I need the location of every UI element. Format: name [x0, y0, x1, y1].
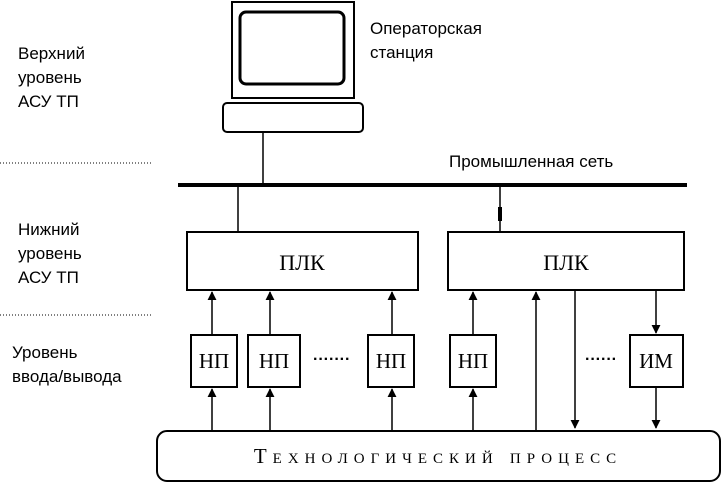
- io-module-np-4-label: НП: [458, 349, 488, 373]
- process-box: [156, 430, 721, 482]
- level-label-lower: Нижний уровень АСУ ТП: [18, 220, 82, 287]
- io-module-np-1-label: НП: [199, 349, 229, 373]
- plc-box-right: [447, 231, 685, 291]
- plc-label-right: ПЛК: [543, 250, 589, 275]
- process-label: Технологический процесс: [254, 444, 622, 468]
- plc-box-left: [186, 231, 419, 291]
- io-module-np-3: [367, 334, 415, 388]
- industrial-network-label: Промышленная сеть: [449, 152, 613, 171]
- io-module-np-2: [247, 334, 301, 388]
- level-label-upper: Верхний уровень АСУ ТП: [18, 44, 85, 111]
- monitor-screen: [238, 10, 346, 86]
- level-label-io: Уровень ввода/вывода: [12, 343, 122, 386]
- io-module-np-2-label: НП: [259, 349, 289, 373]
- io-module-np-3-label: НП: [376, 349, 406, 373]
- operator-station-label: Операторская станция: [370, 19, 482, 62]
- io-dots-right: ······: [585, 351, 617, 368]
- bus-tap-right: [498, 207, 502, 221]
- io-module-np-4: [449, 334, 497, 388]
- io-module-im-label: ИМ: [639, 349, 673, 373]
- io-dots-left: ·······: [313, 351, 350, 368]
- keyboard: [222, 102, 364, 133]
- computer-icon: [222, 1, 364, 133]
- io-module-np-1: [190, 334, 238, 388]
- plc-label-left: ПЛК: [279, 250, 325, 275]
